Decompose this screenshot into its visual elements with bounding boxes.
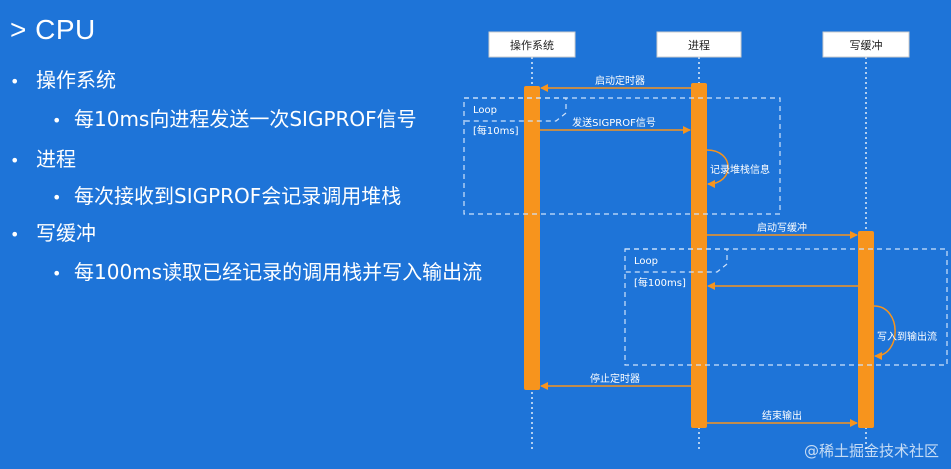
- loop-condition-100ms: [每100ms]: [634, 276, 686, 289]
- bullet-process: • 进程: [0, 143, 76, 172]
- sub-bullet-text: 每次接收到SIGPROF会记录调用堆栈: [74, 184, 402, 208]
- bullet-dot: •: [52, 111, 62, 130]
- participant-buffer-label: 写缓冲: [850, 38, 883, 52]
- message-stop-timer-label: 停止定时器: [590, 372, 640, 385]
- watermark: @稀土掘金技术社区: [803, 442, 939, 460]
- bullet-text: 进程: [36, 147, 76, 171]
- bullet-text: 操作系统: [36, 68, 116, 92]
- message-write-output: [873, 305, 896, 360]
- message-start-buffer-label: 启动写缓冲: [757, 221, 807, 234]
- bullet-dot: •: [10, 72, 20, 91]
- activation-process: [691, 83, 707, 428]
- participant-process-label: 进程: [688, 39, 710, 52]
- participant-process-box: [656, 31, 742, 58]
- message-record-stack-label: 记录堆栈信息: [710, 163, 770, 176]
- loop-label-10ms: Loop: [473, 105, 497, 116]
- bullet-dot: •: [10, 225, 20, 244]
- sub-bullet-text: 每100ms读取已经记录的调用栈并写入输出流: [74, 260, 483, 284]
- bullet-dot: •: [52, 188, 62, 207]
- message-end-output-label: 结束输出: [762, 409, 802, 422]
- sub-bullet-process: • 每次接收到SIGPROF会记录调用堆栈: [52, 180, 401, 209]
- loop-tag-10ms: [464, 97, 567, 122]
- slide-title: > CPU: [10, 14, 96, 45]
- message-send-sigprof-label: 发送SIGPROF信号: [572, 116, 656, 129]
- message-record-stack: [706, 149, 729, 188]
- participant-os-label: 操作系统: [510, 38, 554, 52]
- sub-bullet-text: 每10ms向进程发送一次SIGPROF信号: [74, 107, 417, 131]
- loop-label-100ms: Loop: [634, 256, 658, 267]
- bullet-text: 写缓冲: [36, 221, 96, 245]
- participant-buffer-box: [822, 31, 910, 58]
- bullet-dot: •: [10, 151, 20, 170]
- activation-buffer: [858, 231, 874, 428]
- loop-condition-10ms: [每10ms]: [473, 124, 519, 137]
- bullet-dot: •: [52, 264, 62, 283]
- bullet-buffer: • 写缓冲: [0, 217, 96, 246]
- message-start-timer-label: 启动定时器: [595, 74, 645, 87]
- participant-os-box: [488, 31, 576, 58]
- loop-tag-100ms: [625, 248, 728, 273]
- bullet-os: • 操作系统: [0, 64, 116, 93]
- activation-os: [524, 86, 540, 390]
- message-write-output-label: 写入到输出流: [877, 330, 937, 343]
- sub-bullet-buffer: • 每100ms读取已经记录的调用栈并写入输出流: [52, 256, 482, 285]
- sub-bullet-os: • 每10ms向进程发送一次SIGPROF信号: [52, 103, 417, 132]
- loop-frame-10ms: [463, 97, 781, 215]
- loop-frame-100ms: [624, 248, 948, 366]
